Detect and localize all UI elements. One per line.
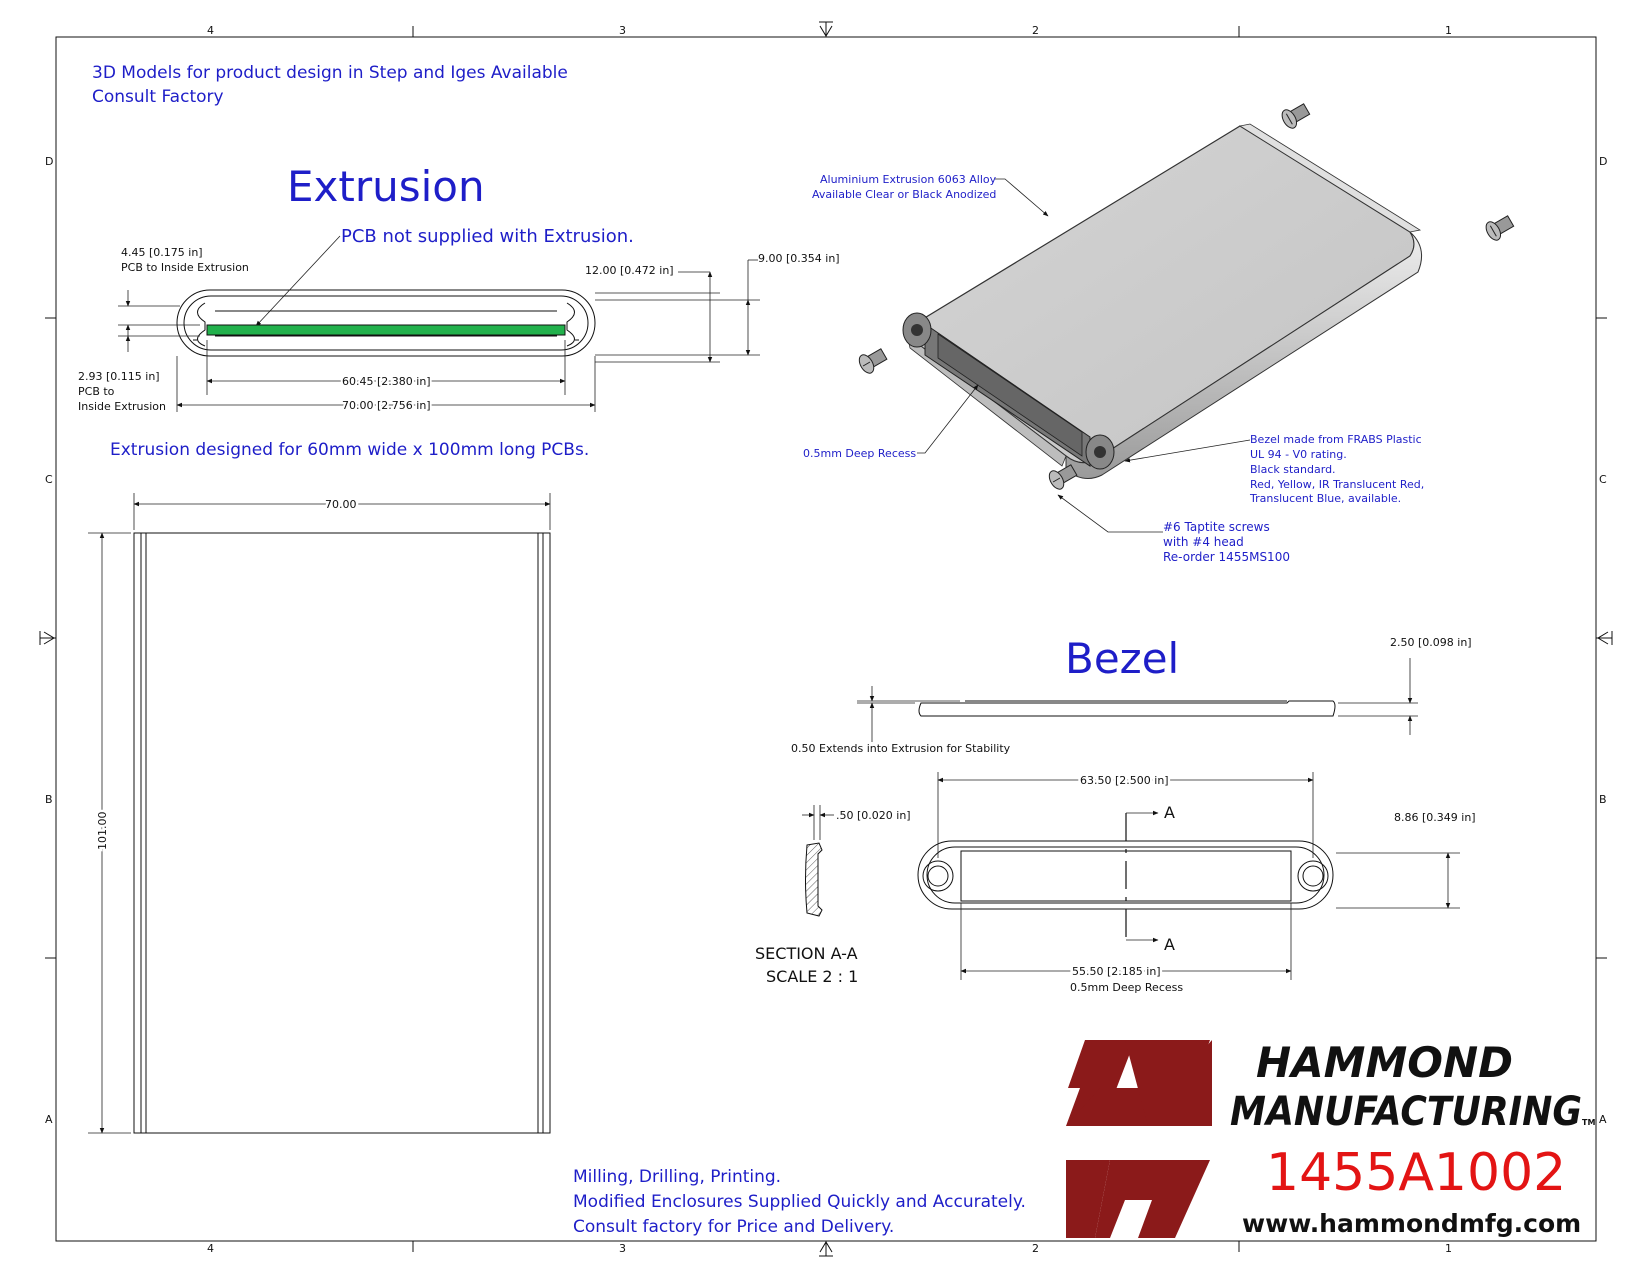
company-name-1: HAMMOND (1256, 1038, 1513, 1087)
bezel-note-5: Translucent Blue, available. (1249, 492, 1401, 505)
section-scale: SCALE 2 : 1 (766, 967, 858, 986)
milling-note-1: Milling, Drilling, Printing. (573, 1167, 781, 1187)
company-name-2: MANUFACTURING (1230, 1089, 1582, 1135)
trademark: TM (1582, 1118, 1595, 1127)
bezel-front-view (917, 772, 1460, 980)
dim-recess-note: 0.5mm Deep Recess (1070, 981, 1183, 994)
section-mark-bottom: A (1164, 935, 1175, 954)
zone-label-top-3: 3 (619, 24, 626, 37)
zone-label-right-d: D (1599, 155, 1607, 168)
section-mark-top: A (1164, 803, 1175, 822)
zone-label-right-b: B (1599, 793, 1607, 806)
alu-note-1: Aluminium Extrusion 6063 Alloy (820, 173, 997, 186)
bezel-side-view (857, 658, 1418, 742)
dim-bezel-extends: 0.50 Extends into Extrusion for Stabilit… (791, 742, 1011, 755)
milling-note-2: Modified Enclosures Supplied Quickly and… (573, 1192, 1026, 1212)
models-note-line2: Consult Factory (92, 87, 224, 107)
zone-label-right-c: C (1599, 473, 1607, 486)
bezel-note-3: Black standard. (1250, 463, 1336, 476)
dim-recess-width: 55.50 [2.185 in] (1072, 965, 1161, 978)
dim-pcb-width: 60.45 [2.380 in] (342, 375, 431, 388)
dim-pcb-gap-bottom-label1: PCB to (78, 385, 115, 398)
dim-pcb-gap-top: 4.45 [0.175 in] (121, 246, 203, 259)
extrusion-dimensions (118, 259, 760, 412)
bezel-note-2: UL 94 - V0 rating. (1250, 448, 1347, 461)
dim-top-width: 70.00 (325, 498, 357, 511)
zone-label-top-1: 1 (1445, 24, 1452, 37)
extrusion-profile (176, 289, 596, 357)
dim-top-length: 101.00 (96, 812, 109, 851)
dim-pcb-gap-top-label: PCB to Inside Extrusion (121, 261, 249, 274)
dim-bezel-height: 8.86 [0.349 in] (1394, 811, 1476, 824)
part-number: 1455A1002 (1266, 1143, 1566, 1203)
screw-note-1: #6 Taptite screws (1163, 520, 1270, 534)
website: www.hammondmfg.com (1242, 1209, 1581, 1238)
recess-note: 0.5mm Deep Recess (803, 447, 916, 460)
zone-label-left-c: C (45, 473, 53, 486)
extrusion-top-view (88, 493, 551, 1134)
enclosure-isometric (902, 123, 1423, 480)
pcb-note: PCB not supplied with Extrusion. (341, 226, 634, 247)
zone-label-top-4: 4 (207, 24, 214, 37)
dim-bezel-thickness: 2.50 [0.098 in] (1390, 636, 1472, 649)
dim-pcb-gap-bottom: 2.93 [0.115 in] (78, 370, 160, 383)
extrusion-title: Extrusion (287, 162, 485, 211)
bezel-note-4: Red, Yellow, IR Translucent Red, (1250, 478, 1424, 491)
dim-lip: .50 [0.020 in] (836, 809, 911, 822)
dim-slot-height: 9.00 [0.354 in] (758, 252, 840, 265)
alu-note-2: Available Clear or Black Anodized (812, 188, 996, 201)
screw-icon (858, 103, 1515, 490)
sheet-border (39, 21, 1613, 1257)
zone-label-bottom-3: 3 (619, 1242, 626, 1255)
zone-label-top-2: 2 (1032, 24, 1039, 37)
bezel-title: Bezel (1065, 634, 1179, 683)
milling-note-3: Consult factory for Price and Delivery. (573, 1217, 894, 1237)
screw-note-2: with #4 head (1163, 535, 1244, 549)
bezel-note-1: Bezel made from FRABS Plastic (1250, 433, 1422, 446)
zone-label-right-a: A (1599, 1113, 1607, 1126)
zone-label-bottom-2: 2 (1032, 1242, 1039, 1255)
section-title: SECTION A-A (755, 944, 858, 963)
dim-pcb-gap-bottom-label2: Inside Extrusion (78, 400, 166, 413)
models-note-line1: 3D Models for product design in Step and… (92, 63, 568, 83)
hammond-logo-icon (1066, 1040, 1212, 1238)
zone-label-left-d: D (45, 155, 53, 168)
dim-bezel-width: 63.50 [2.500 in] (1080, 774, 1169, 787)
dim-inner-height: 12.00 [0.472 in] (585, 264, 674, 277)
screw-note-3: Re-order 1455MS100 (1163, 550, 1290, 564)
zone-label-left-b: B (45, 793, 53, 806)
zone-label-left-a: A (45, 1113, 53, 1126)
dim-extrusion-width: 70.00 [2.756 in] (342, 399, 431, 412)
designed-for-note: Extrusion designed for 60mm wide x 100mm… (110, 440, 589, 460)
section-a-a (802, 805, 834, 917)
zone-label-bottom-1: 1 (1445, 1242, 1452, 1255)
zone-label-bottom-4: 4 (207, 1242, 214, 1255)
